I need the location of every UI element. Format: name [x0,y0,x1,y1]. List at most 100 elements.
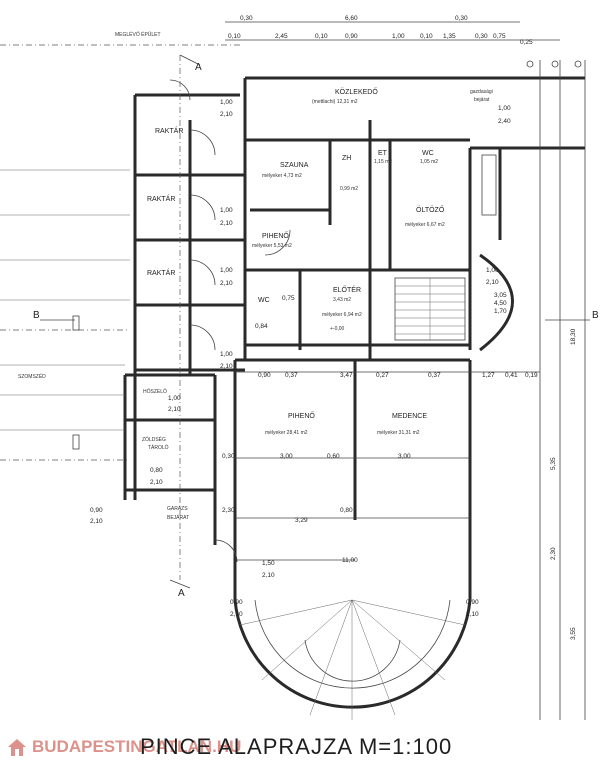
room-eloter-area: 3,43 m2 [333,297,351,303]
dim-row3c: 3,29 [295,517,308,524]
room-pihen-big-area: mélyeker 28,41 m2 [265,430,308,436]
room-bejarat: bejárat [474,97,490,103]
dimensions: 6,60 0,30 0,10 0,30 2,45 0,10 0,90 1,00 … [90,15,577,640]
room-et-area: 1,15 m2 [374,159,392,165]
dim-d16: 2,10 [90,518,103,525]
room-eloter: ELŐTÉR [333,285,361,294]
dim-top-8: 1,00 [392,33,405,40]
dim-w4: 4,50 [494,300,507,307]
dim-row4b: 2,10 [262,572,275,579]
dim-d4: 2,10 [220,220,233,227]
dim-v4: 3,55 [570,627,577,640]
dim-d14: 2,10 [150,479,163,486]
dim-top-3: 0,10 [228,33,241,40]
section-marks: A A B B [33,62,599,599]
room-medence-area: mélyeker 31,31 m2 [377,430,420,436]
room-wc-2: WC [258,297,270,304]
section-a-top: A [195,62,202,73]
dim-d12: 2,40 [498,118,511,125]
stairs [394,277,466,341]
dim-w1: 1,00 [486,267,499,274]
dim-top-5: 2,45 [275,33,288,40]
dim-w2: 2,10 [486,279,499,286]
room-raktar-2: RAKTÁR [147,194,175,203]
room-kozlekedo-area: (mettlachi) 12,31 m2 [312,99,358,105]
room-pihen-big: PIHENŐ [288,411,315,420]
dim-w6: 0,75 [282,295,295,302]
room-raktar-1: RAKTÁR [155,126,183,135]
room-zh: ZH [342,155,351,162]
dim-row3a: 2,30 [222,507,235,514]
dim-arc2: 2,10 [230,611,243,618]
dim-w7: 0,84 [255,323,268,330]
room-wc-1-area: 1,05 m2 [420,159,438,165]
dim-row4a: 1,50 [262,560,275,567]
dim-w3: 3,05 [494,292,507,299]
room-wc-1: WC [422,150,434,157]
dim-d1: 1,00 [220,99,233,106]
dim-v2: 5,35 [550,457,557,470]
dim-row1h: 0,19 [525,372,538,379]
dim-row1a: 0,90 [258,372,271,379]
dim-row1c: 3,47 [340,372,353,379]
room-oltozo: ÖLTÖZŐ [416,205,445,214]
walls [0,21,590,720]
room-zoldseg: ZÖLDSÉG [142,436,166,443]
room-zh-area: 0,99 m2 [340,186,358,192]
room-gazdasagi: gazdasági [470,89,493,95]
watermark: BUDAPESTINGATLAN.HU [6,734,241,760]
dim-row4c: 11,00 [342,557,358,564]
dim-v1: 18,30 [570,328,577,345]
dim-row2b: 3,00 [280,453,293,460]
house-icon [8,739,26,756]
section-b-left: B [33,310,40,321]
dim-row1f: 1,27 [482,372,495,379]
dim-top-13: 0,25 [520,39,533,46]
room-kozlekedo: KÖZLEKEDŐ [335,87,378,96]
dim-top-7: 0,90 [345,33,358,40]
room-hoszelo: HŐSZELŐ [143,388,167,395]
label-szomszed: SZOMSZÉD [18,373,46,380]
dim-d10: 2,10 [168,406,181,413]
dim-top-10: 1,35 [443,33,456,40]
dim-top-11: 0,30 [475,33,488,40]
dim-arc3: 0,90 [466,599,479,606]
dim-arc1: 0,90 [230,599,243,606]
dim-row1g: 0,41 [505,372,518,379]
plan-title: PINCE ALAPRAJZA M=1:100 [140,734,453,759]
dim-row1b: 0,37 [285,372,298,379]
dim-d15: 0,90 [90,507,103,514]
dim-d5: 1,00 [220,267,233,274]
room-labels: KÖZLEKEDŐ (mettlachi) 12,31 m2 gazdasági… [18,31,493,521]
dim-row3b: 0,80 [340,507,353,514]
dim-d13: 0,80 [150,467,163,474]
label-meglevo: MEGLÉVŐ ÉPÜLET [115,31,161,38]
dim-d7: 1,00 [220,351,233,358]
dim-top-2: 0,30 [455,15,468,22]
dim-d3: 1,00 [220,207,233,214]
room-raktar-3: RAKTÁR [147,268,175,277]
room-garazs-2: BEJÁRAT [167,514,189,521]
dim-row1e: 0,37 [428,372,441,379]
dim-d11: 1,00 [498,105,511,112]
dim-row1d: 0,27 [376,372,389,379]
dim-row2c: 0,60 [327,453,340,460]
dim-arc4: 2,10 [466,611,479,618]
room-zoldseg-2: TÁROLÓ [148,444,169,451]
room-szauna-area: mélyeker 4,73 m2 [262,173,302,179]
dim-row2d: 3,00 [398,453,411,460]
room-et: ET [378,150,388,157]
dim-row2a: 0,30 [222,453,235,460]
room-medence: MEDENCE [392,413,427,420]
room-garazs: GARÁZS [167,505,188,512]
dim-w5: 1,70 [494,308,507,315]
section-a-bottom: A [178,588,185,599]
dim-top-6: 0,10 [315,33,328,40]
dim-d6: 2,10 [220,280,233,287]
section-b-right: B [592,310,599,321]
dim-d2: 2,10 [220,111,233,118]
dim-d8: 2,10 [220,363,233,370]
room-pihen-small-area: mélyeker 5,53 m2 [252,243,292,249]
room-pihen-small: PIHENŐ [262,231,289,240]
